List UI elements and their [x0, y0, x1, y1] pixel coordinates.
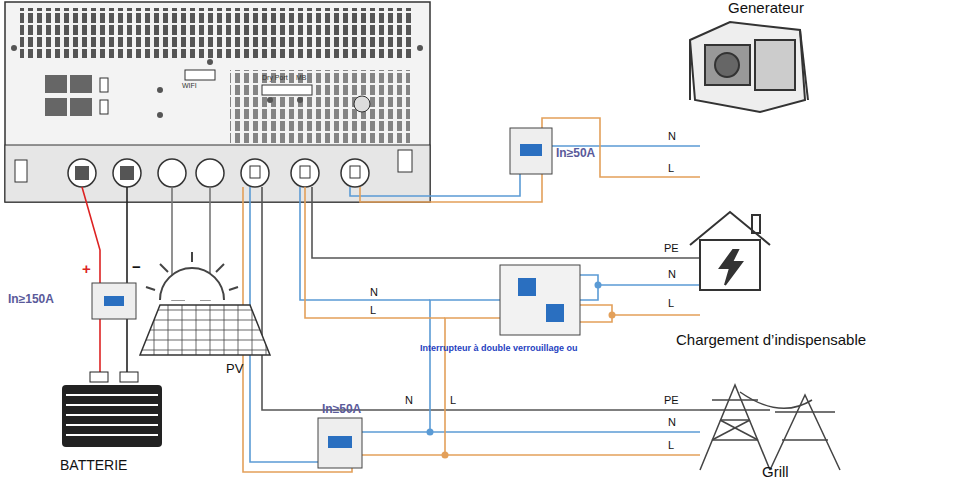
rating-label: In≥150A — [8, 293, 54, 306]
port-label: WIFI — [182, 82, 197, 90]
wire-label: N — [668, 416, 676, 428]
wire-label: PE — [664, 394, 679, 406]
device-title: BATTERIE — [60, 458, 127, 473]
polarity-label: + — [82, 261, 91, 278]
device-title: Chargement d’indispensable — [676, 332, 866, 349]
device-title: PV — [226, 362, 243, 376]
wire-label: PE — [664, 242, 679, 254]
wire-label: L — [450, 394, 456, 406]
wire-label: L — [668, 297, 674, 309]
note-label: Interrupteur à double verrouillage ou — [420, 344, 578, 354]
breakers — [92, 128, 580, 468]
rating-label: In≥50A — [556, 147, 595, 160]
device-title: Grill — [762, 464, 789, 481]
port-label: Dry Port — [262, 74, 288, 82]
wire-label: N — [668, 268, 676, 280]
grid-tower-illustration — [700, 385, 840, 470]
wire-label: L — [370, 304, 376, 316]
wire-label: N — [370, 286, 378, 298]
wires — [82, 118, 700, 472]
generator-illustration — [690, 22, 808, 112]
device-title: Generateur — [728, 0, 804, 17]
house-illustration — [690, 212, 770, 290]
battery-illustration — [62, 372, 162, 447]
wire-label: N — [668, 130, 676, 142]
inverter — [5, 2, 430, 202]
wire-label: L — [668, 439, 674, 451]
pv-panel — [140, 252, 270, 355]
port-label: MB — [296, 74, 307, 82]
polarity-label: − — [132, 259, 141, 276]
wire-label: N — [405, 394, 413, 406]
rating-label: In≥50A — [322, 403, 361, 416]
wire-label: L — [668, 162, 674, 174]
